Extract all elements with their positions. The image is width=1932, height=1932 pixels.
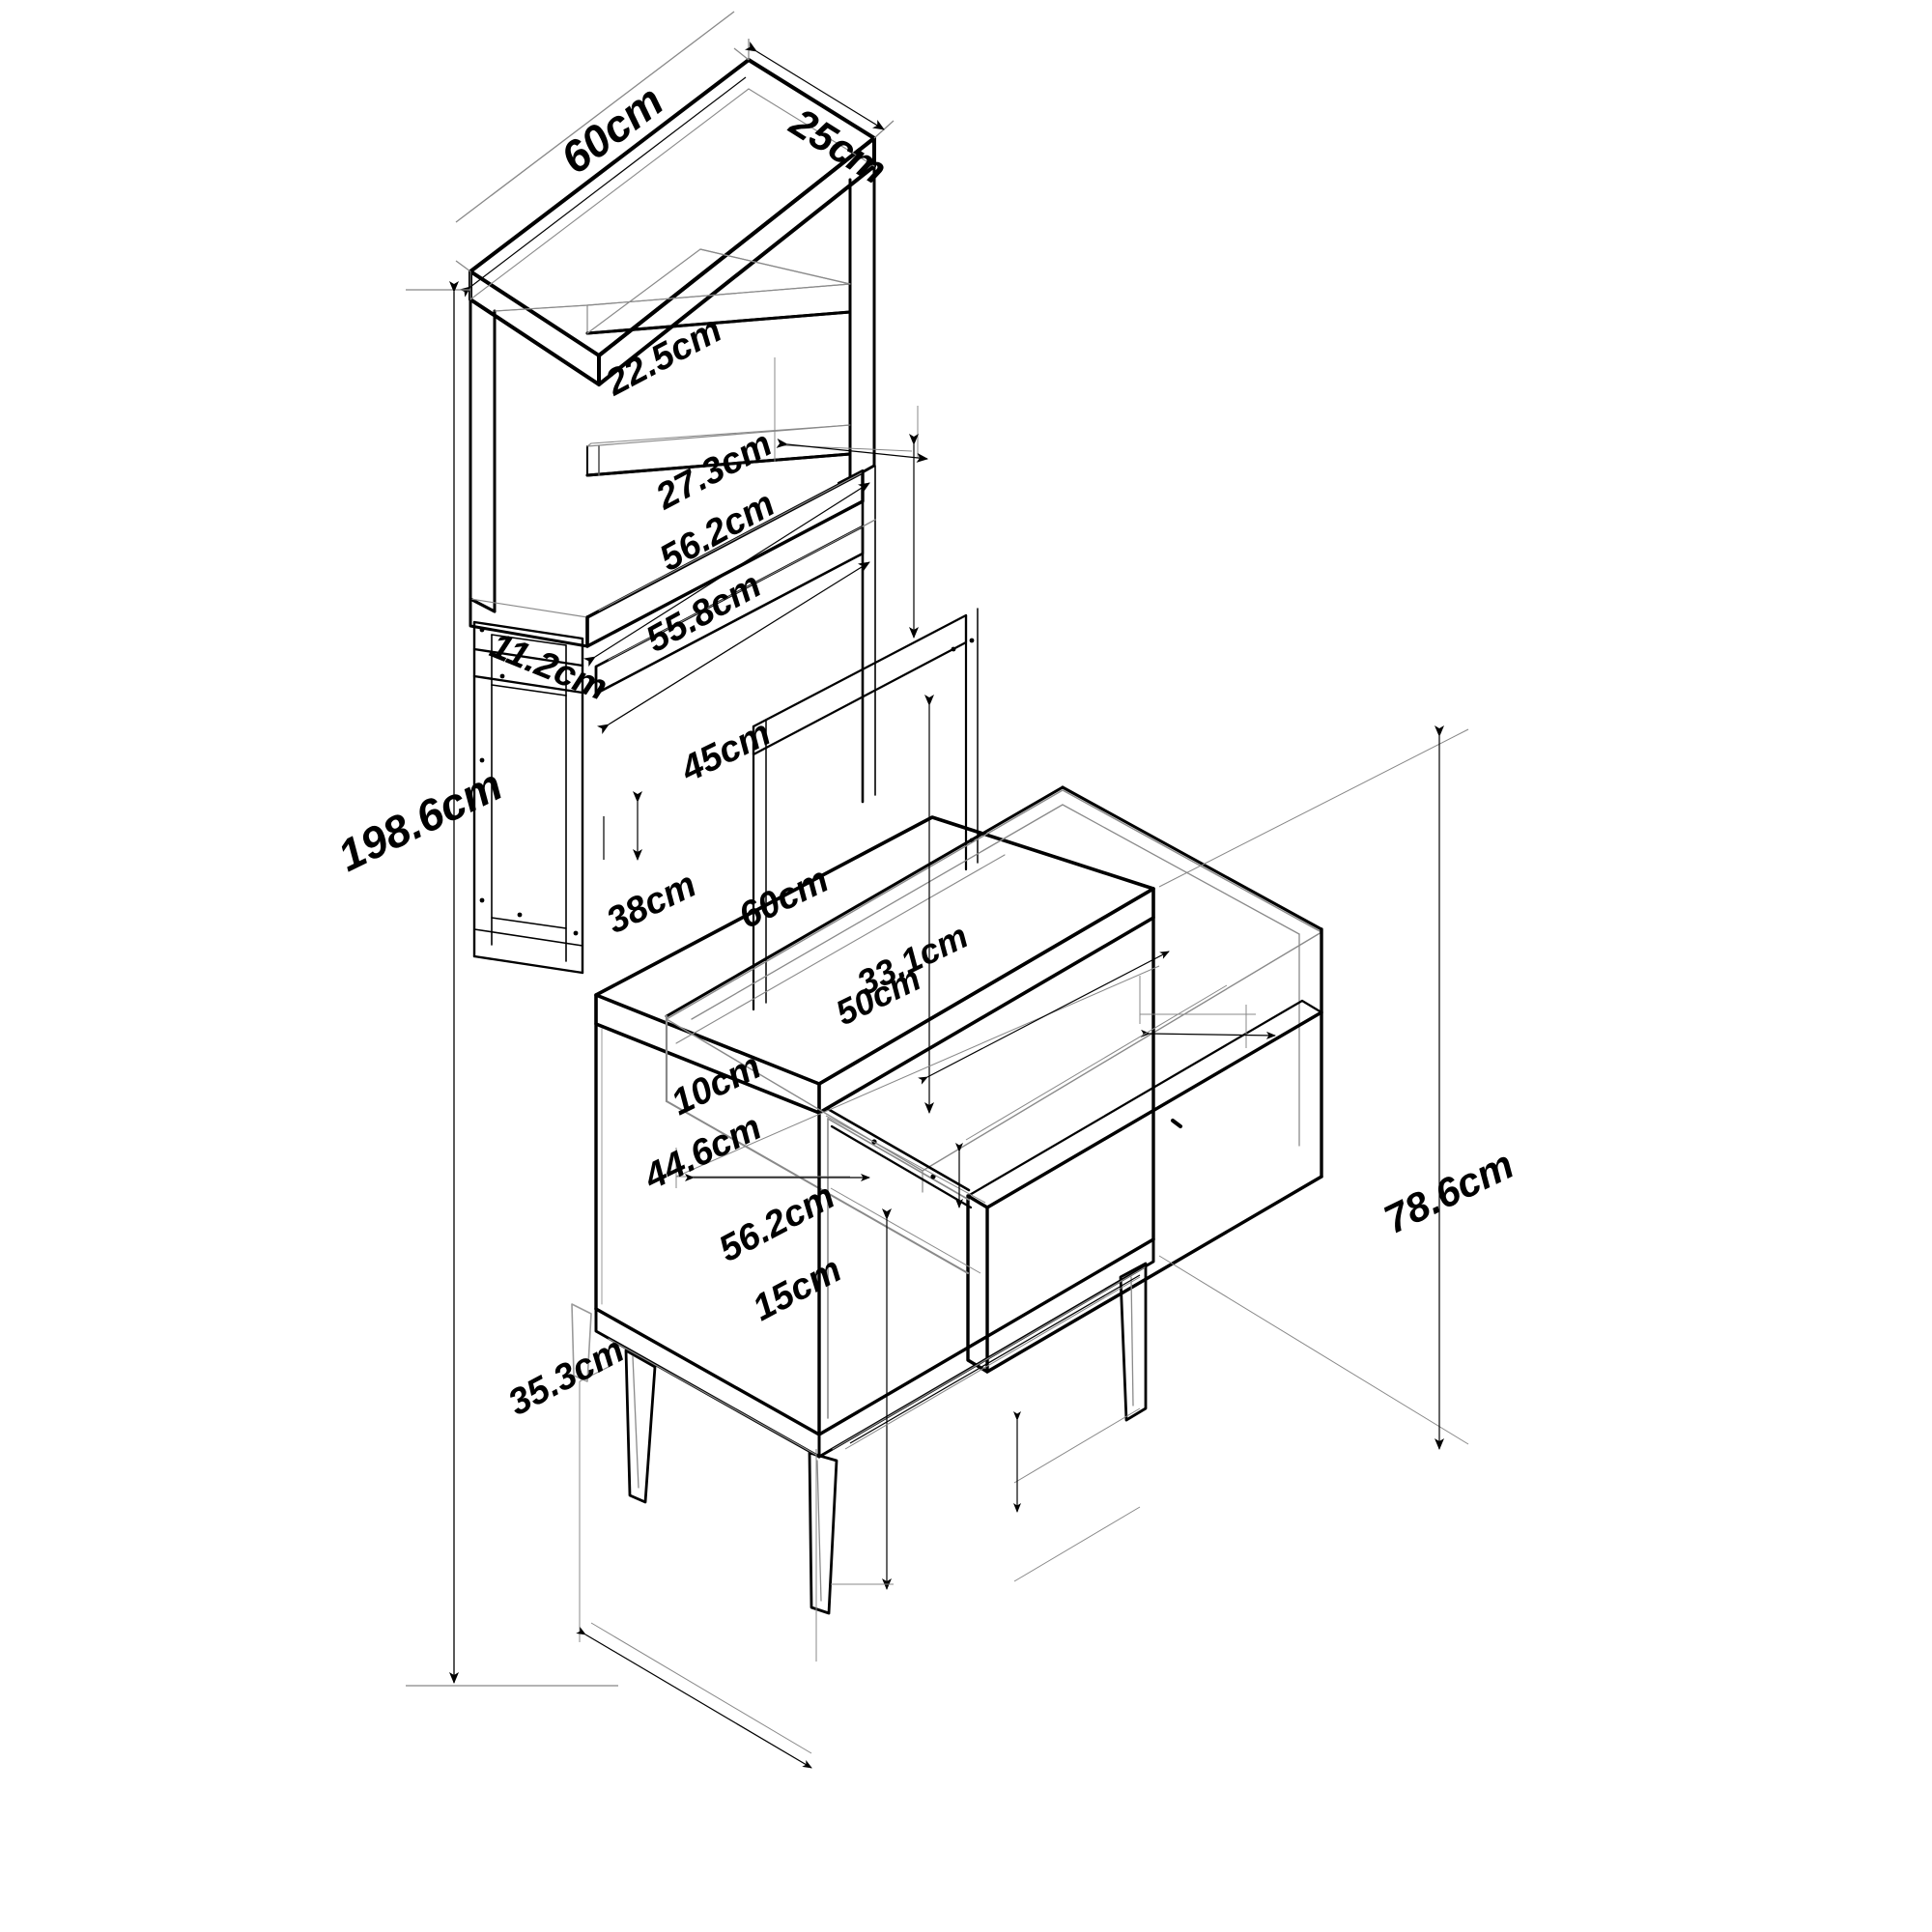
hutch-left-side-panel	[469, 298, 497, 613]
dim-label-door-height: 44.6cm	[638, 1107, 768, 1199]
dimension-labels: 60cm 25cm 198.6cm 22.5cm 27.3cm 56.2cm 5…	[330, 75, 1520, 1424]
dim-label-leg-height: 15cm	[747, 1249, 849, 1329]
dim-top-depth	[745, 39, 895, 139]
dim-label-overall-height: 198.6cm	[330, 759, 510, 881]
dim-worktop-width	[675, 951, 1170, 1178]
dim-drawer-height	[825, 1115, 986, 1274]
dim-lower-cab-height	[1158, 725, 1469, 1450]
dim-leg-height	[1013, 1407, 1141, 1582]
legs	[571, 1262, 1148, 1615]
upper-shelf	[494, 248, 852, 335]
dim-drawer-depth	[1139, 976, 1276, 1048]
hutch-right-side-panel	[837, 164, 876, 485]
dim-drawer-width	[965, 984, 1228, 1141]
hutch-inner-post	[493, 304, 588, 613]
dim-door-height	[831, 1208, 894, 1590]
dim-mid-shelf-width	[597, 561, 870, 735]
metal-frame-left	[472, 620, 584, 975]
dim-worktop-depth	[675, 1148, 870, 1188]
dim-label-frame-rail-height: 11.2cm	[485, 625, 613, 708]
dim-label-base-depth: 35.3cm	[502, 1329, 632, 1424]
dim-label-top-width: 60cm	[552, 75, 672, 184]
dim-overall-height	[406, 281, 618, 1687]
dim-base-depth	[576, 1366, 817, 1769]
dim-label-top-depth: 25cm	[781, 99, 895, 192]
drawer-slide-rail	[826, 1107, 973, 1209]
dim-label-lower-cab-height: 78.6cm	[1377, 1141, 1520, 1242]
dim-label-worktop-width: 60cm	[733, 860, 836, 937]
dim-label-upper-shelf-depth: 22.5cm	[599, 309, 728, 404]
dim-label-niche-height: 45cm	[674, 713, 778, 791]
dim-frame-rail-height	[603, 791, 642, 861]
dim-base-width	[844, 1274, 1141, 1450]
dim-label-worktop-depth: 38cm	[601, 865, 703, 942]
dim-top-width	[455, 11, 750, 299]
dimension-lines	[406, 11, 1469, 1769]
